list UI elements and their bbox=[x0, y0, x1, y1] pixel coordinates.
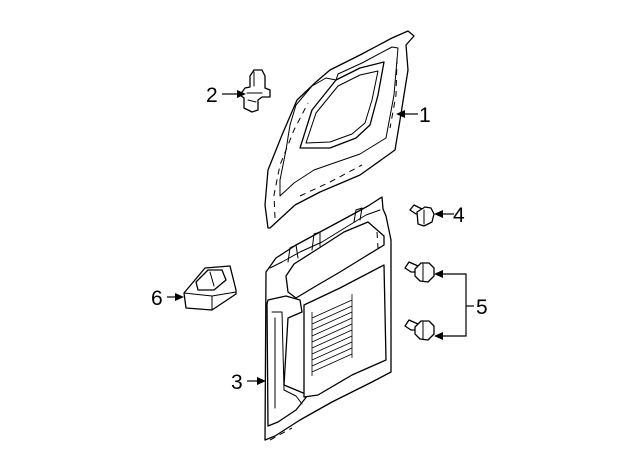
part-3-lower-trim-panel bbox=[264, 196, 392, 441]
part-4-bolt bbox=[409, 204, 435, 227]
leader-5 bbox=[434, 270, 474, 340]
leader-3 bbox=[247, 377, 266, 385]
leader-1 bbox=[396, 110, 418, 118]
part-5-bolt-lower bbox=[404, 319, 435, 341]
callout-3: 3 bbox=[231, 371, 243, 394]
part-6-switch-bezel bbox=[183, 265, 237, 311]
part-5-bolt-upper bbox=[404, 261, 435, 283]
part-1-upper-trim-panel bbox=[264, 30, 415, 229]
callout-2: 2 bbox=[206, 84, 218, 107]
callout-6: 6 bbox=[151, 287, 163, 310]
callout-5: 5 bbox=[476, 296, 488, 319]
callout-4: 4 bbox=[453, 204, 465, 227]
leader-2 bbox=[222, 90, 246, 98]
leader-6 bbox=[167, 293, 184, 301]
speaker-grille bbox=[311, 294, 353, 376]
part-2-clip bbox=[239, 69, 271, 113]
leader-4 bbox=[434, 210, 454, 218]
callout-1: 1 bbox=[419, 104, 431, 127]
